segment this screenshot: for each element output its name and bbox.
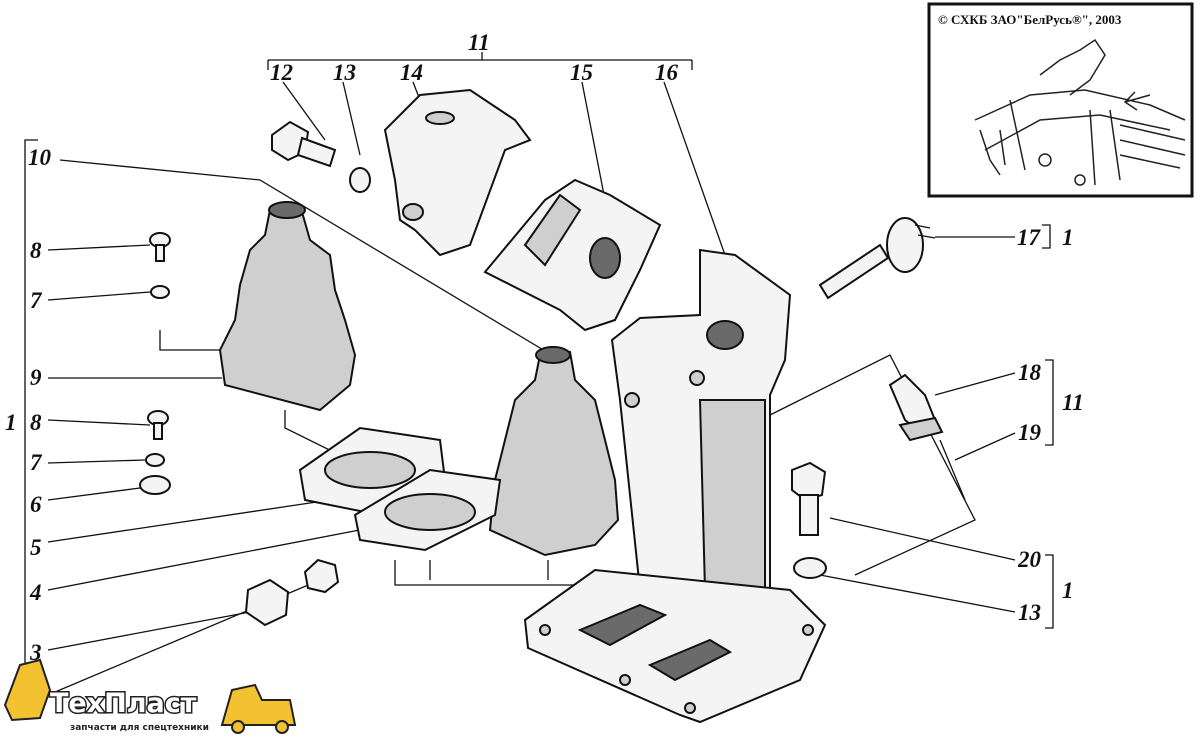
callout-8-upper: 8 (30, 238, 42, 263)
callout-9: 9 (30, 365, 42, 390)
part-7-washer-upper (150, 285, 170, 299)
callout-11-right: 11 (1062, 390, 1084, 415)
callout-1-left: 1 (5, 410, 17, 435)
part-8-screw-lower (147, 410, 169, 440)
leader-lines (24, 52, 1054, 696)
callout-3: 3 (29, 640, 42, 665)
copyright-text: © СХКБ ЗАО"БелРусь®", 2003 (938, 12, 1122, 27)
part-boot-right (488, 346, 620, 557)
callout-10: 10 (28, 145, 52, 170)
callout-14: 14 (400, 60, 423, 85)
callout-5: 5 (30, 535, 42, 560)
part-13-washer (349, 167, 371, 193)
brand-logo: ТехПласт запчасти для спецтехники (3, 658, 297, 734)
part-14-bracket (383, 88, 532, 257)
part-20-bolt (791, 461, 827, 536)
callout-12: 12 (270, 60, 293, 85)
part-8-screw-upper (149, 232, 171, 262)
callout-17: 17 (1017, 225, 1042, 250)
part-13-washer-lower (793, 557, 827, 579)
callout-6: 6 (30, 492, 42, 517)
brand-tagline: запчасти для спецтехники (70, 723, 209, 733)
inset-overview: © СХКБ ЗАО"БелРусь®", 2003 (927, 2, 1194, 198)
part-6-washer (139, 475, 171, 495)
part-base-plate (523, 568, 827, 724)
callout-20: 20 (1017, 547, 1042, 572)
callout-18: 18 (1018, 360, 1042, 385)
callout-16: 16 (655, 60, 679, 85)
part-2-nut (303, 558, 340, 594)
callout-7-lower: 7 (30, 450, 43, 475)
callout-11-top: 11 (468, 30, 490, 55)
part-17-bolt (818, 217, 936, 300)
part-12-bolt (271, 120, 337, 168)
callout-1-mid: 1 (1062, 225, 1074, 250)
part-18-fitting (888, 373, 944, 442)
callout-19: 19 (1018, 420, 1042, 445)
callout-13-lower: 13 (1018, 600, 1041, 625)
callout-7-upper: 7 (30, 288, 43, 313)
part-7-washer-lower (145, 453, 165, 467)
part-4-gasket (353, 468, 502, 552)
callout-4: 4 (29, 580, 42, 605)
brand-name: ТехПласт (50, 688, 197, 719)
callout-13-top: 13 (333, 60, 356, 85)
part-19-rod (939, 439, 966, 501)
part-9-boot (218, 201, 357, 412)
part-15-sector (483, 178, 662, 332)
part-16-housing (610, 248, 792, 591)
part-3-cap-nut (244, 578, 290, 627)
callout-1-low: 1 (1062, 578, 1074, 603)
callout-8-lower: 8 (30, 410, 42, 435)
inset-tractor-linkage-sketch (974, 38, 1186, 186)
callout-15: 15 (570, 60, 593, 85)
